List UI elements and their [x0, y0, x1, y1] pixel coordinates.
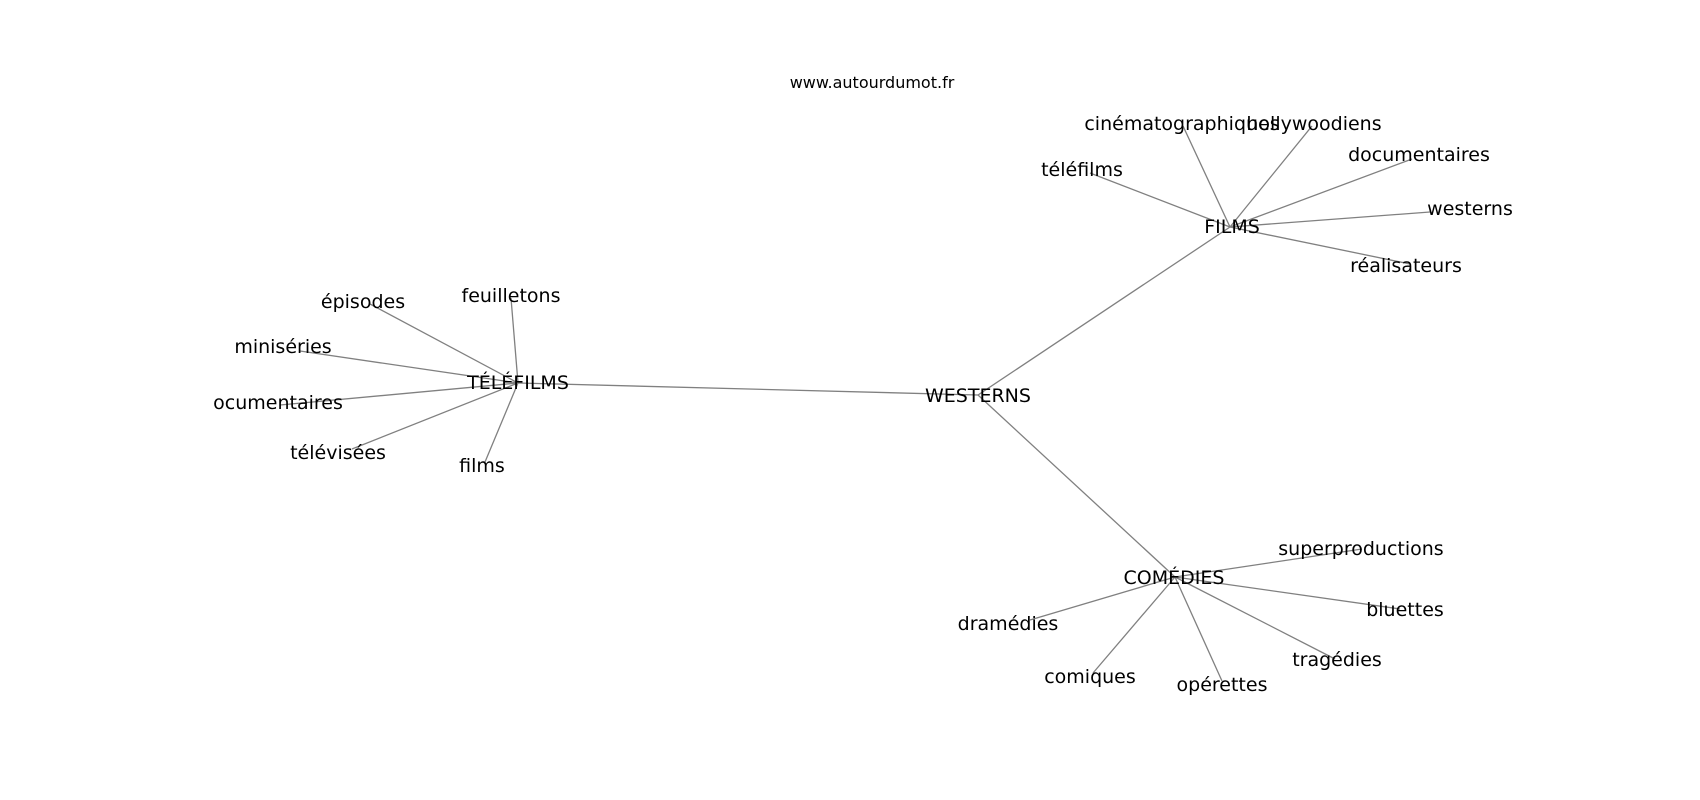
leaf-realisateurs: réalisateurs	[1350, 255, 1462, 277]
leaf-ocumentaires: ocumentaires	[213, 392, 343, 414]
edge-comedies-operettes	[1174, 576, 1223, 682]
leaf-comiques: comiques	[1044, 666, 1136, 688]
edge-telefilms-feuilletons	[510, 297, 519, 384]
edge-films-telefilms	[1089, 172, 1231, 228]
leaf-cinematographiques: cinématographiques	[1084, 113, 1279, 135]
leaf-televisees: télévisées	[290, 442, 386, 464]
site-label: www.autourdumot.fr	[790, 73, 955, 92]
node-comedies: COMÉDIES	[1124, 566, 1225, 589]
edge-films-westerns	[1229, 211, 1431, 228]
edge-films-hollywoodiens	[1229, 125, 1313, 228]
leaf-tragedies: tragédies	[1292, 649, 1382, 671]
leaf-miniseries: miniséries	[234, 336, 331, 358]
node-films: FILMS	[1204, 216, 1260, 238]
leaf-bluettes: bluettes	[1366, 599, 1444, 621]
leaf-feuilletons: feuilletons	[462, 285, 561, 307]
edge-westerns-comedies	[977, 394, 1176, 578]
edge-comedies-bluettes	[1174, 576, 1401, 610]
edge-telefilms-episodes	[369, 303, 519, 384]
leaf-documentaires: documentaires	[1348, 144, 1490, 166]
edge-films-realisateurs	[1229, 226, 1411, 265]
edge-telefilms-televisees	[351, 382, 519, 450]
node-telefilms: TÉLÉFILMS	[466, 371, 569, 394]
edge-comedies-comiques	[1092, 576, 1176, 674]
edge-comedies-tragedies	[1174, 576, 1336, 660]
edge-films-documentaires	[1229, 158, 1413, 228]
edge-comedies-superproductions	[1174, 548, 1363, 578]
edge-comedies-dramedies	[1029, 576, 1176, 621]
leaf-westerns: westerns	[1427, 198, 1513, 220]
leaf-films: films	[459, 455, 505, 477]
leaf-superproductions: superproductions	[1278, 538, 1443, 560]
leaf-operettes: opérettes	[1177, 674, 1268, 696]
leaf-episodes: épisodes	[321, 291, 405, 313]
edge-telefilms-films	[484, 382, 519, 463]
edge-telefilms-miniseries	[299, 350, 519, 384]
edge-films-cinematographiques	[1182, 125, 1231, 228]
edge-telefilms-ocumentaires	[279, 382, 519, 406]
node-westerns: WESTERNS	[925, 385, 1031, 407]
edge-westerns-telefilms	[517, 382, 979, 396]
leaf-dramedies: dramédies	[958, 613, 1059, 635]
leaf-hollywoodiens: hollywoodiens	[1246, 113, 1381, 135]
leaf-telefilms: téléfilms	[1041, 159, 1123, 181]
edge-westerns-films	[977, 226, 1231, 396]
